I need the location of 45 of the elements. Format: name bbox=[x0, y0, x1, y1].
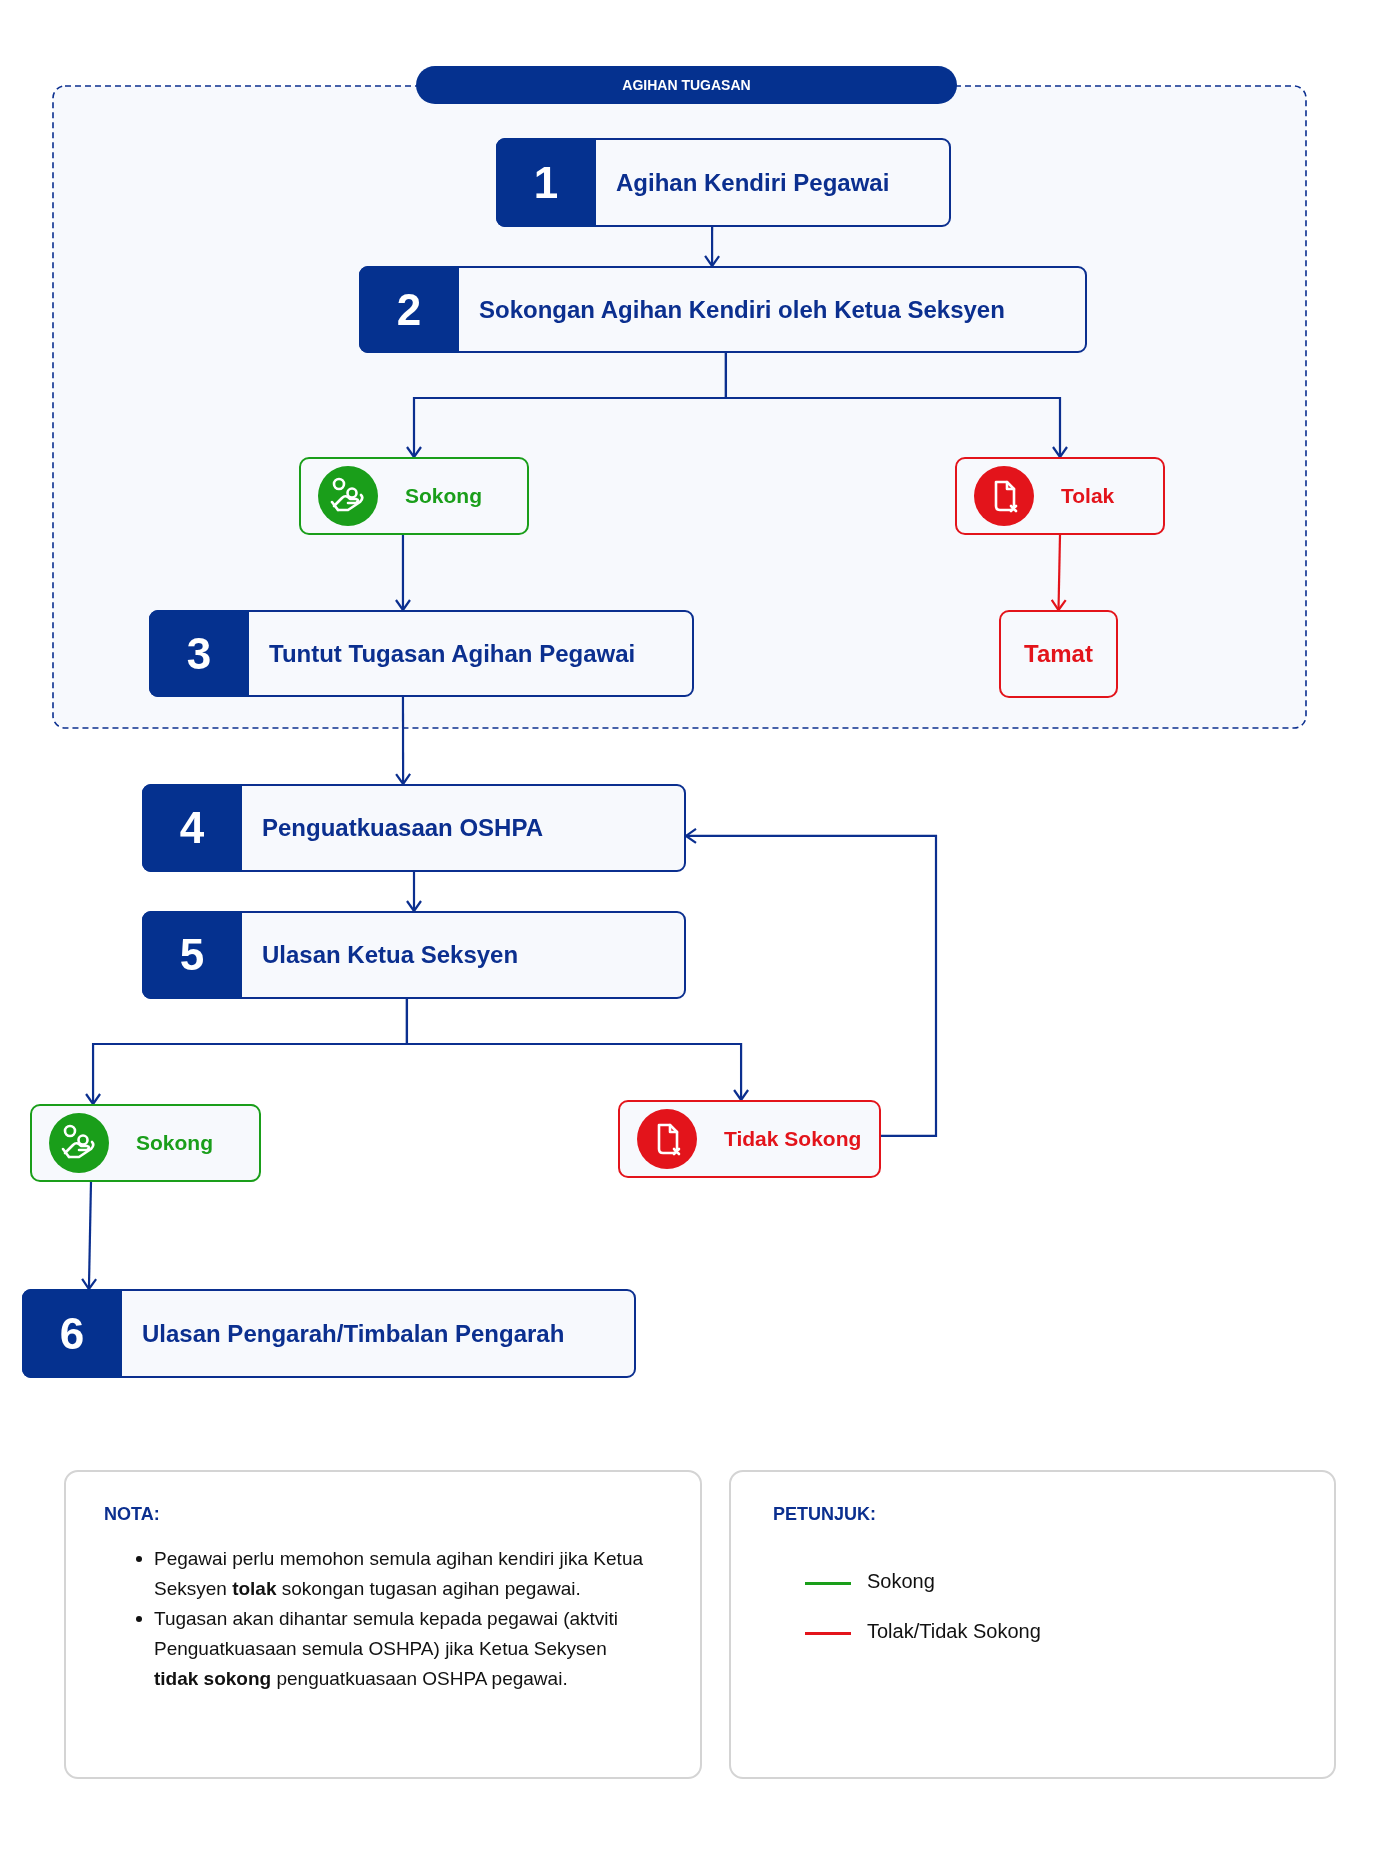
step-number-badge: 1 bbox=[496, 138, 596, 227]
step-box bbox=[149, 610, 694, 697]
step-number-badge: 2 bbox=[359, 266, 459, 353]
step-title: Penguatkuasaan OSHPA bbox=[262, 814, 543, 842]
end-box bbox=[999, 610, 1118, 698]
step-box bbox=[142, 784, 686, 872]
step-box bbox=[142, 911, 686, 999]
step-title: Tuntut Tugasan Agihan Pegawai bbox=[269, 639, 636, 668]
legend-label: Tolak/Tidak Sokong bbox=[867, 1620, 1041, 1643]
arrow bbox=[395, 697, 412, 786]
group-header: AGIHAN TUGASAN bbox=[416, 66, 957, 104]
legend-heading: PETUNJUK: bbox=[773, 1504, 876, 1525]
step-box bbox=[359, 266, 1087, 353]
step-box bbox=[22, 1289, 636, 1378]
step-number-badge: 6 bbox=[22, 1289, 122, 1378]
approve-box bbox=[30, 1104, 261, 1182]
arrow bbox=[81, 1182, 98, 1291]
step-number-badge: 3 bbox=[149, 610, 249, 697]
status-label: Sokong bbox=[136, 1131, 213, 1155]
reject-box bbox=[955, 457, 1165, 535]
end-label: Tamat bbox=[1024, 640, 1093, 668]
arrow bbox=[405, 999, 750, 1102]
legend-label: Sokong bbox=[867, 1570, 935, 1593]
arrow bbox=[704, 227, 721, 268]
arrow bbox=[684, 827, 938, 1137]
approve-box bbox=[299, 457, 529, 535]
arrow bbox=[394, 535, 412, 612]
note-bullet: Tugasan akan dihantar semula kepada pegawai (aktviti Penguatkuasaan semula OSHPA) jika Ketua Sekysen tidak sokong penguatkuasaan OSHPA pegawai. bbox=[154, 1607, 620, 1691]
step-title: Ulasan Ketua Seksyen bbox=[262, 941, 519, 969]
step-title: Sokongan Agihan Kendiri oleh Ketua Seksyen bbox=[479, 295, 1005, 324]
arrow bbox=[405, 872, 423, 913]
step-title: Ulasan Pengarah/Timbalan Pengarah bbox=[142, 1319, 565, 1348]
status-label: Tolak bbox=[1061, 484, 1115, 508]
note-bullet: Pegawai perlu memohon semula agihan kendiri jika Ketua Seksyen tolak sokongan tugasan agihan pegawai. bbox=[154, 1547, 644, 1601]
arrow bbox=[724, 353, 1069, 459]
step-number-badge: 5 bbox=[142, 911, 242, 999]
step-number-badge: 4 bbox=[142, 784, 242, 872]
note-heading: NOTA: bbox=[104, 1504, 160, 1525]
group-panel bbox=[52, 66, 1307, 729]
reject-box bbox=[618, 1100, 881, 1178]
status-label: Tidak Sokong bbox=[724, 1127, 862, 1151]
arrow bbox=[1050, 534, 1067, 612]
step-box bbox=[496, 138, 951, 227]
status-label: Sokong bbox=[405, 484, 482, 508]
step-title: Agihan Kendiri Pegawai bbox=[616, 168, 890, 197]
